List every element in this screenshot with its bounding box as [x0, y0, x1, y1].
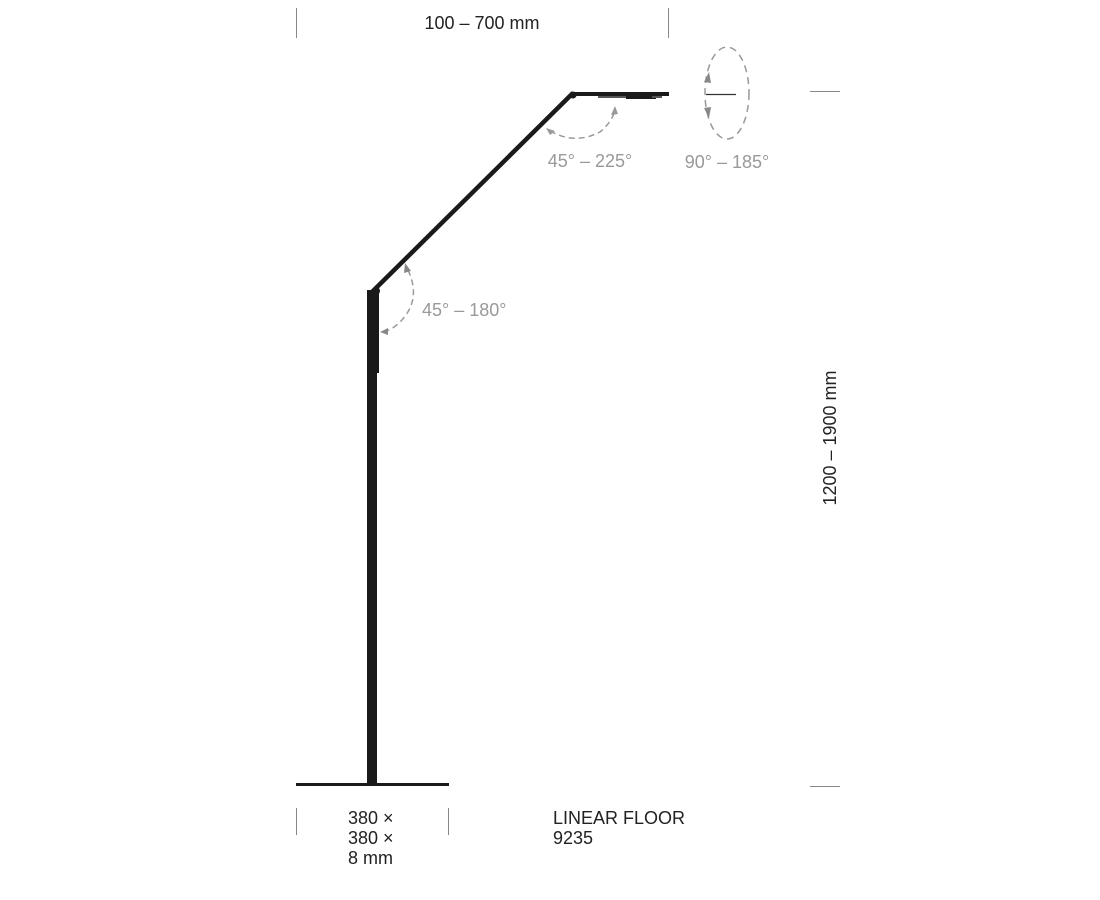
pole-sleeve	[367, 290, 379, 373]
head-housing	[626, 96, 656, 99]
base-dim-line-2: 380 ×	[348, 828, 394, 848]
pole	[367, 290, 377, 785]
head-angle-label: 45° – 225°	[548, 151, 632, 171]
rotation-label: 90° – 185°	[685, 152, 769, 172]
head-angle-indicator: 45° – 225°	[546, 106, 632, 171]
elbow-joint	[372, 287, 380, 295]
height-dimension: 1200 – 1900 mm	[810, 91, 840, 787]
elbow-angle-indicator: 45° – 180°	[380, 263, 506, 335]
lamp-head	[572, 92, 669, 96]
base-dim-line-3: 8 mm	[348, 848, 393, 868]
arm	[370, 91, 575, 294]
reach-label: 100 – 700 mm	[424, 13, 539, 33]
reach-dimension: 100 – 700 mm	[296, 8, 669, 38]
base-dim-line-1: 380 ×	[348, 808, 394, 828]
lamp	[296, 91, 669, 786]
led-strip	[598, 96, 626, 98]
product-code: 9235	[553, 828, 593, 848]
product-label: LINEAR FLOOR 9235	[553, 808, 685, 848]
rotation-indicator: 90° – 185°	[685, 46, 769, 172]
product-name: LINEAR FLOOR	[553, 808, 685, 828]
base-dimension: 380 × 380 × 8 mm	[296, 808, 449, 868]
head-end	[652, 96, 662, 98]
elbow-angle-label: 45° – 180°	[422, 300, 506, 320]
height-label: 1200 – 1900 mm	[820, 370, 840, 505]
